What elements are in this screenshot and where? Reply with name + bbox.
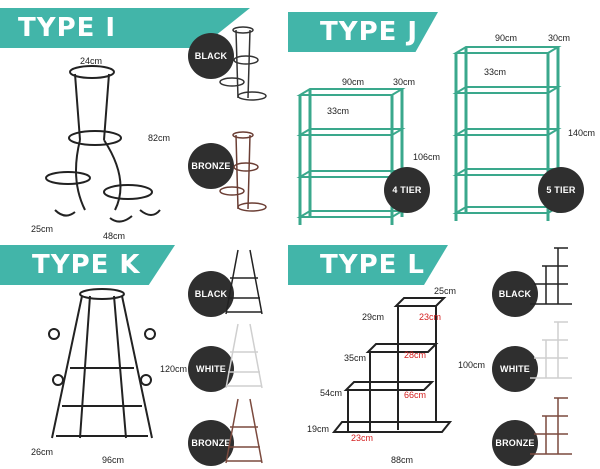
- type-j-badge-5tier: 5 TIER: [538, 167, 584, 213]
- type-l-banner: TYPE L: [288, 245, 448, 285]
- type-l-badge-white: WHITE: [492, 346, 538, 392]
- type-i-black-thumb: [219, 26, 267, 101]
- type-j-rack-4tier: [296, 88, 406, 225]
- type-l-badge-black: BLACK: [492, 271, 538, 317]
- type-k-bronze-thumb: [225, 398, 263, 464]
- type-l-badge-bronze: BRONZE: [492, 420, 538, 466]
- type-l-stand: [331, 297, 453, 433]
- type-l-dim-tier2-height: 35cm: [344, 353, 367, 363]
- type-i-dim-depth: 25cm: [31, 224, 54, 234]
- type-l-dim-tier2-width: 28cm: [404, 350, 427, 360]
- type-k-dim-height: 120cm: [160, 364, 188, 374]
- type-l-title: TYPE L: [320, 250, 425, 280]
- type-l-black-thumb: [530, 247, 572, 305]
- type-l-white-thumb: [530, 321, 572, 379]
- type-j-4-dim-depth: 30cm: [393, 77, 416, 87]
- type-i-bronze-thumb: [219, 131, 267, 212]
- type-k-black-thumb: [225, 249, 263, 315]
- type-k-dim-depth: 26cm: [31, 447, 54, 457]
- type-j-4-dim-shelf: 33cm: [327, 106, 350, 116]
- type-j-banner: TYPE J: [288, 12, 438, 52]
- type-l-dim-bottom-width: 23cm: [351, 433, 374, 443]
- type-j-5-dim-height: 140cm: [568, 128, 596, 138]
- type-j-title: TYPE J: [320, 17, 419, 47]
- type-k-stand: [48, 288, 156, 439]
- type-l-dim-tier3-width: 66cm: [404, 390, 427, 400]
- type-i-badge-bronze: BRONZE: [188, 143, 234, 189]
- type-l-dim-tier1-width: 23cm: [419, 312, 442, 322]
- type-k-white-thumb: [225, 323, 263, 389]
- type-j-5-dim-shelf: 33cm: [484, 67, 507, 77]
- type-i-badge-black: BLACK: [188, 33, 234, 79]
- type-k-title: TYPE K: [32, 250, 141, 280]
- type-l-bronze-thumb: [530, 397, 572, 455]
- type-i-dim-width: 48cm: [103, 231, 126, 241]
- type-j-5-dim-width: 90cm: [495, 33, 518, 43]
- type-j-badge-4tier: 4 TIER: [384, 167, 430, 213]
- type-j-5-dim-depth: 30cm: [548, 33, 571, 43]
- type-i-title: TYPE I: [18, 13, 117, 43]
- type-l-dim-bottom-height: 19cm: [307, 424, 330, 434]
- type-l-dim-tier3-height: 54cm: [320, 388, 343, 398]
- type-i-banner: TYPE I: [0, 8, 250, 48]
- type-k-banner: TYPE K: [0, 245, 175, 285]
- type-l-dim-top-depth: 25cm: [434, 286, 457, 296]
- type-l-dim-total-width: 88cm: [391, 455, 414, 465]
- type-i-dim-top: 24cm: [80, 56, 103, 66]
- type-i-stand: [45, 65, 161, 223]
- type-k-dim-width: 96cm: [102, 455, 125, 465]
- type-j-4-dim-height: 106cm: [413, 152, 441, 162]
- type-l-dim-total-height: 100cm: [458, 360, 486, 370]
- type-l-dim-tier1-height: 29cm: [362, 312, 385, 322]
- type-i-dim-height: 82cm: [148, 133, 171, 143]
- type-j-4-dim-width: 90cm: [342, 77, 365, 87]
